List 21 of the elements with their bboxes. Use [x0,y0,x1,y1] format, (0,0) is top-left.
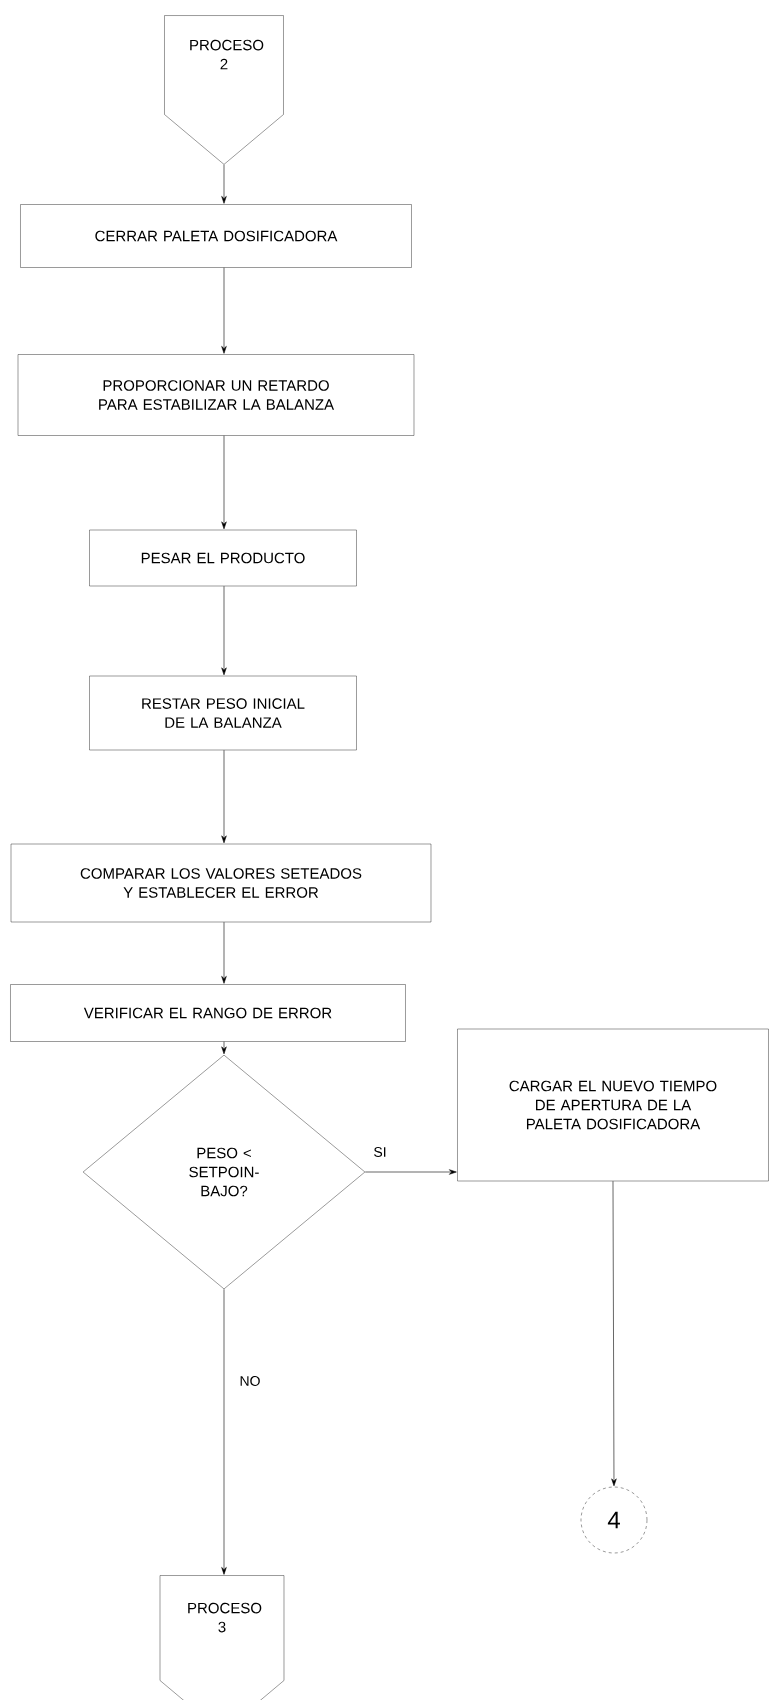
arrow [221,435,227,530]
arrow [364,1169,457,1175]
process-box: VERIFICAR EL RANGO DE ERROR [10,984,406,1042]
process-box: RESTAR PESO INICIAL DE LA BALANZA [89,675,357,751]
edge-label: SI [372,1146,388,1158]
process-box: PROPORCIONAR UN RETARDO PARA ESTABILIZAR LA BALANZA [17,354,415,436]
process-box: PESAR EL PRODUCTO [89,529,357,587]
arrow [221,921,227,984]
arrow [221,1041,227,1055]
off-page-connector: PROCESO 2 [164,15,284,165]
arrow [221,164,227,204]
arrow [221,1288,227,1575]
edge-label: NO [238,1375,262,1387]
arrow [221,267,227,354]
arrow [221,749,227,844]
off-page-connector: PROCESO 3 [159,1575,285,1700]
process-box: COMPARAR LOS VALORES SETEADOS Y ESTABLECER EL ERROR [10,843,432,923]
arrow [221,585,227,676]
arrow [611,1180,617,1487]
process-box: CERRAR PALETA DOSIFICADORA [20,204,412,268]
process-box: CARGAR EL NUEVO TIEMPO DE APERTURA DE LA PALETA DOSIFICADORA [457,1028,769,1182]
